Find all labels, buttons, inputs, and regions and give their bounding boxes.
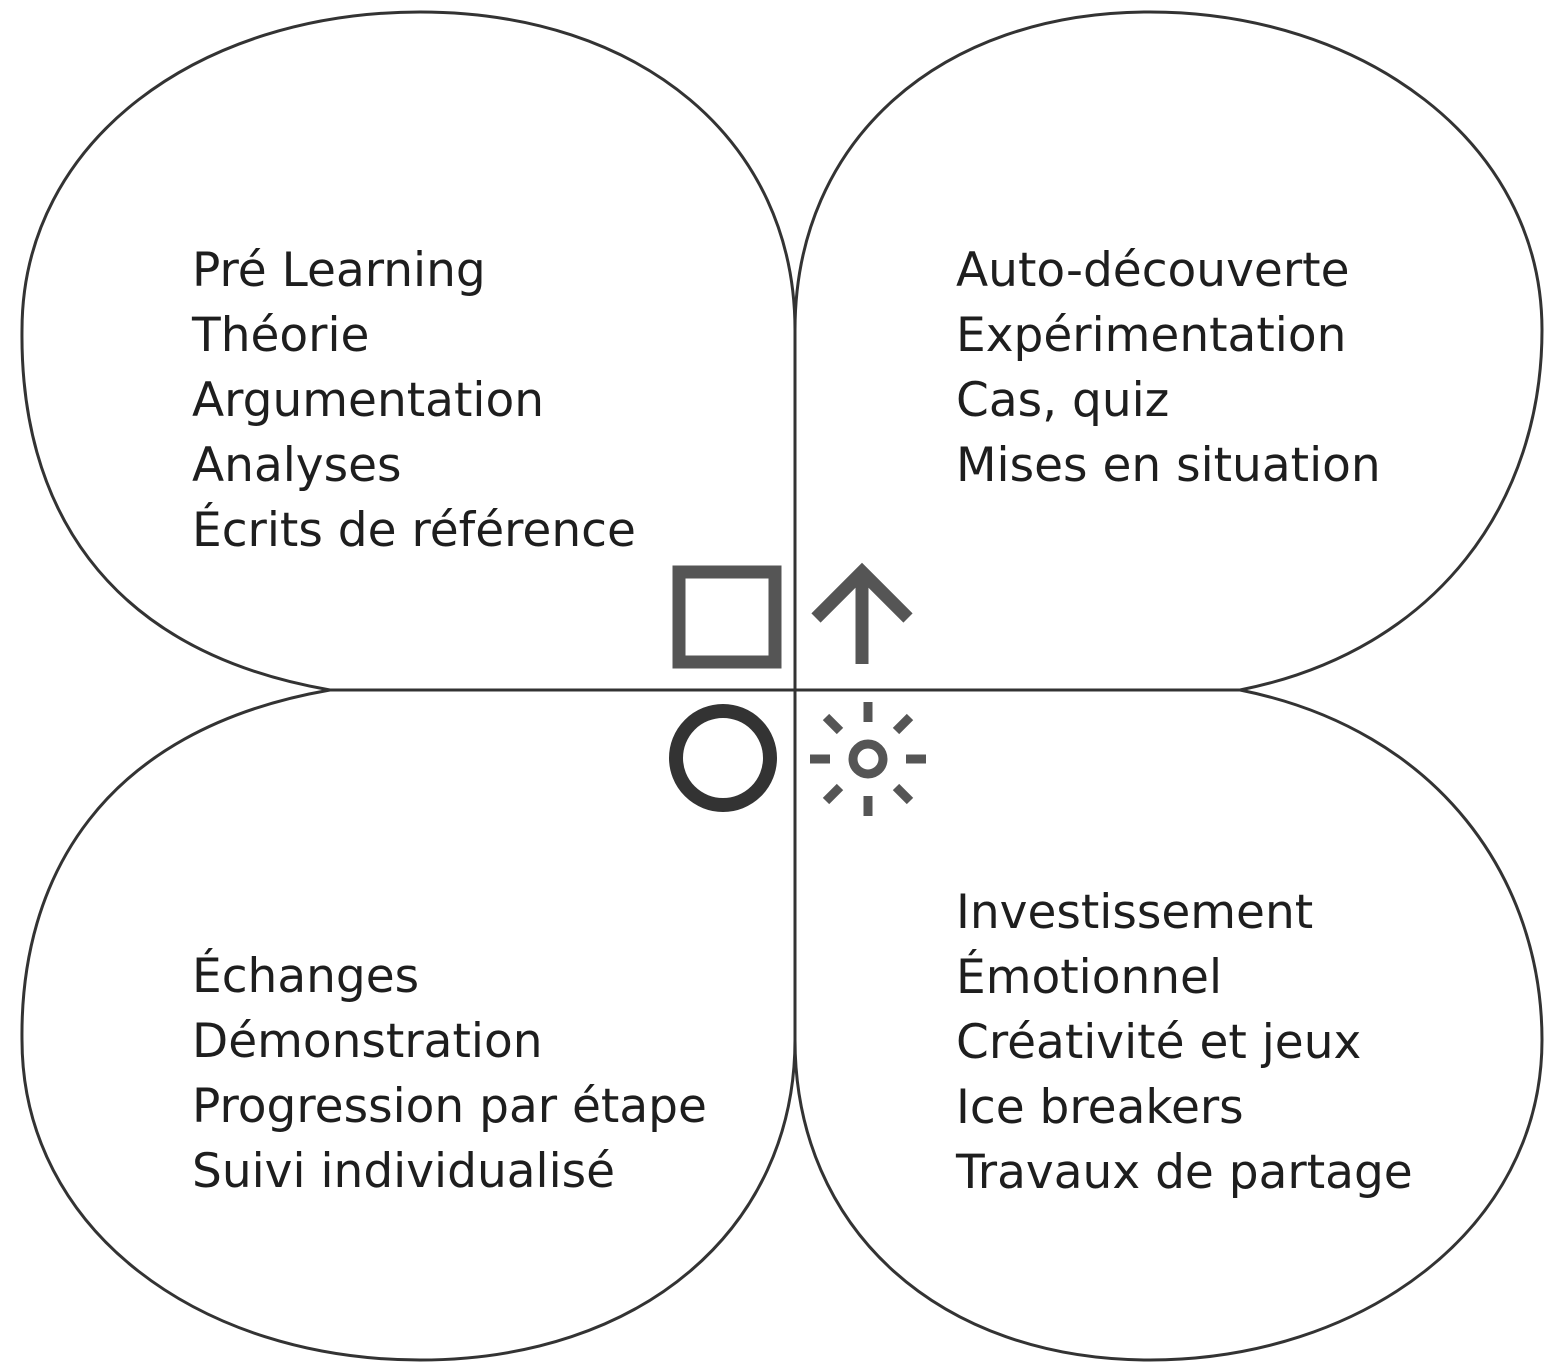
top-right-item: Auto-découverte bbox=[956, 243, 1350, 298]
petal-top-left bbox=[20, 10, 797, 692]
top-right-item: Mises en situation bbox=[956, 438, 1381, 493]
bottom-left-item: Progression par étape bbox=[192, 1079, 707, 1134]
bottom-left-item: Démonstration bbox=[192, 1014, 543, 1069]
bottom-right-item: Investissement bbox=[956, 885, 1314, 940]
top-left-item: Argumentation bbox=[192, 373, 545, 428]
top-left-item: Pré Learning bbox=[192, 243, 486, 298]
bottom-left-item: Suivi individualisé bbox=[192, 1144, 616, 1199]
arrow-up-icon bbox=[811, 562, 913, 664]
petal-bottom-left bbox=[20, 688, 797, 1362]
bottom-right-item-list: Investissement Émotionnel Créativité et … bbox=[956, 880, 1413, 1205]
top-left-item: Analyses bbox=[192, 438, 402, 493]
top-right-item: Cas, quiz bbox=[956, 373, 1170, 428]
bottom-left-item-list: Échanges Démonstration Progression par é… bbox=[192, 944, 707, 1204]
sun-icon bbox=[810, 702, 926, 816]
top-left-item: Écrits de référence bbox=[192, 503, 636, 558]
top-left-item-list: Pré Learning Théorie Argumentation Analy… bbox=[192, 238, 636, 563]
square-icon bbox=[672, 565, 782, 669]
bottom-right-item: Ice breakers bbox=[956, 1080, 1244, 1135]
petal-top-right bbox=[793, 10, 1544, 692]
top-right-item-list: Auto-découverte Expérimentation Cas, qui… bbox=[956, 238, 1381, 498]
top-left-item: Théorie bbox=[192, 308, 370, 363]
circle-icon bbox=[669, 704, 777, 812]
petal-bottom-right bbox=[793, 688, 1544, 1362]
bottom-left-item: Échanges bbox=[192, 949, 420, 1004]
bottom-right-item: Travaux de partage bbox=[956, 1145, 1413, 1200]
bottom-right-item: Émotionnel bbox=[956, 950, 1223, 1005]
top-right-item: Expérimentation bbox=[956, 308, 1347, 363]
bottom-right-item: Créativité et jeux bbox=[956, 1015, 1362, 1070]
